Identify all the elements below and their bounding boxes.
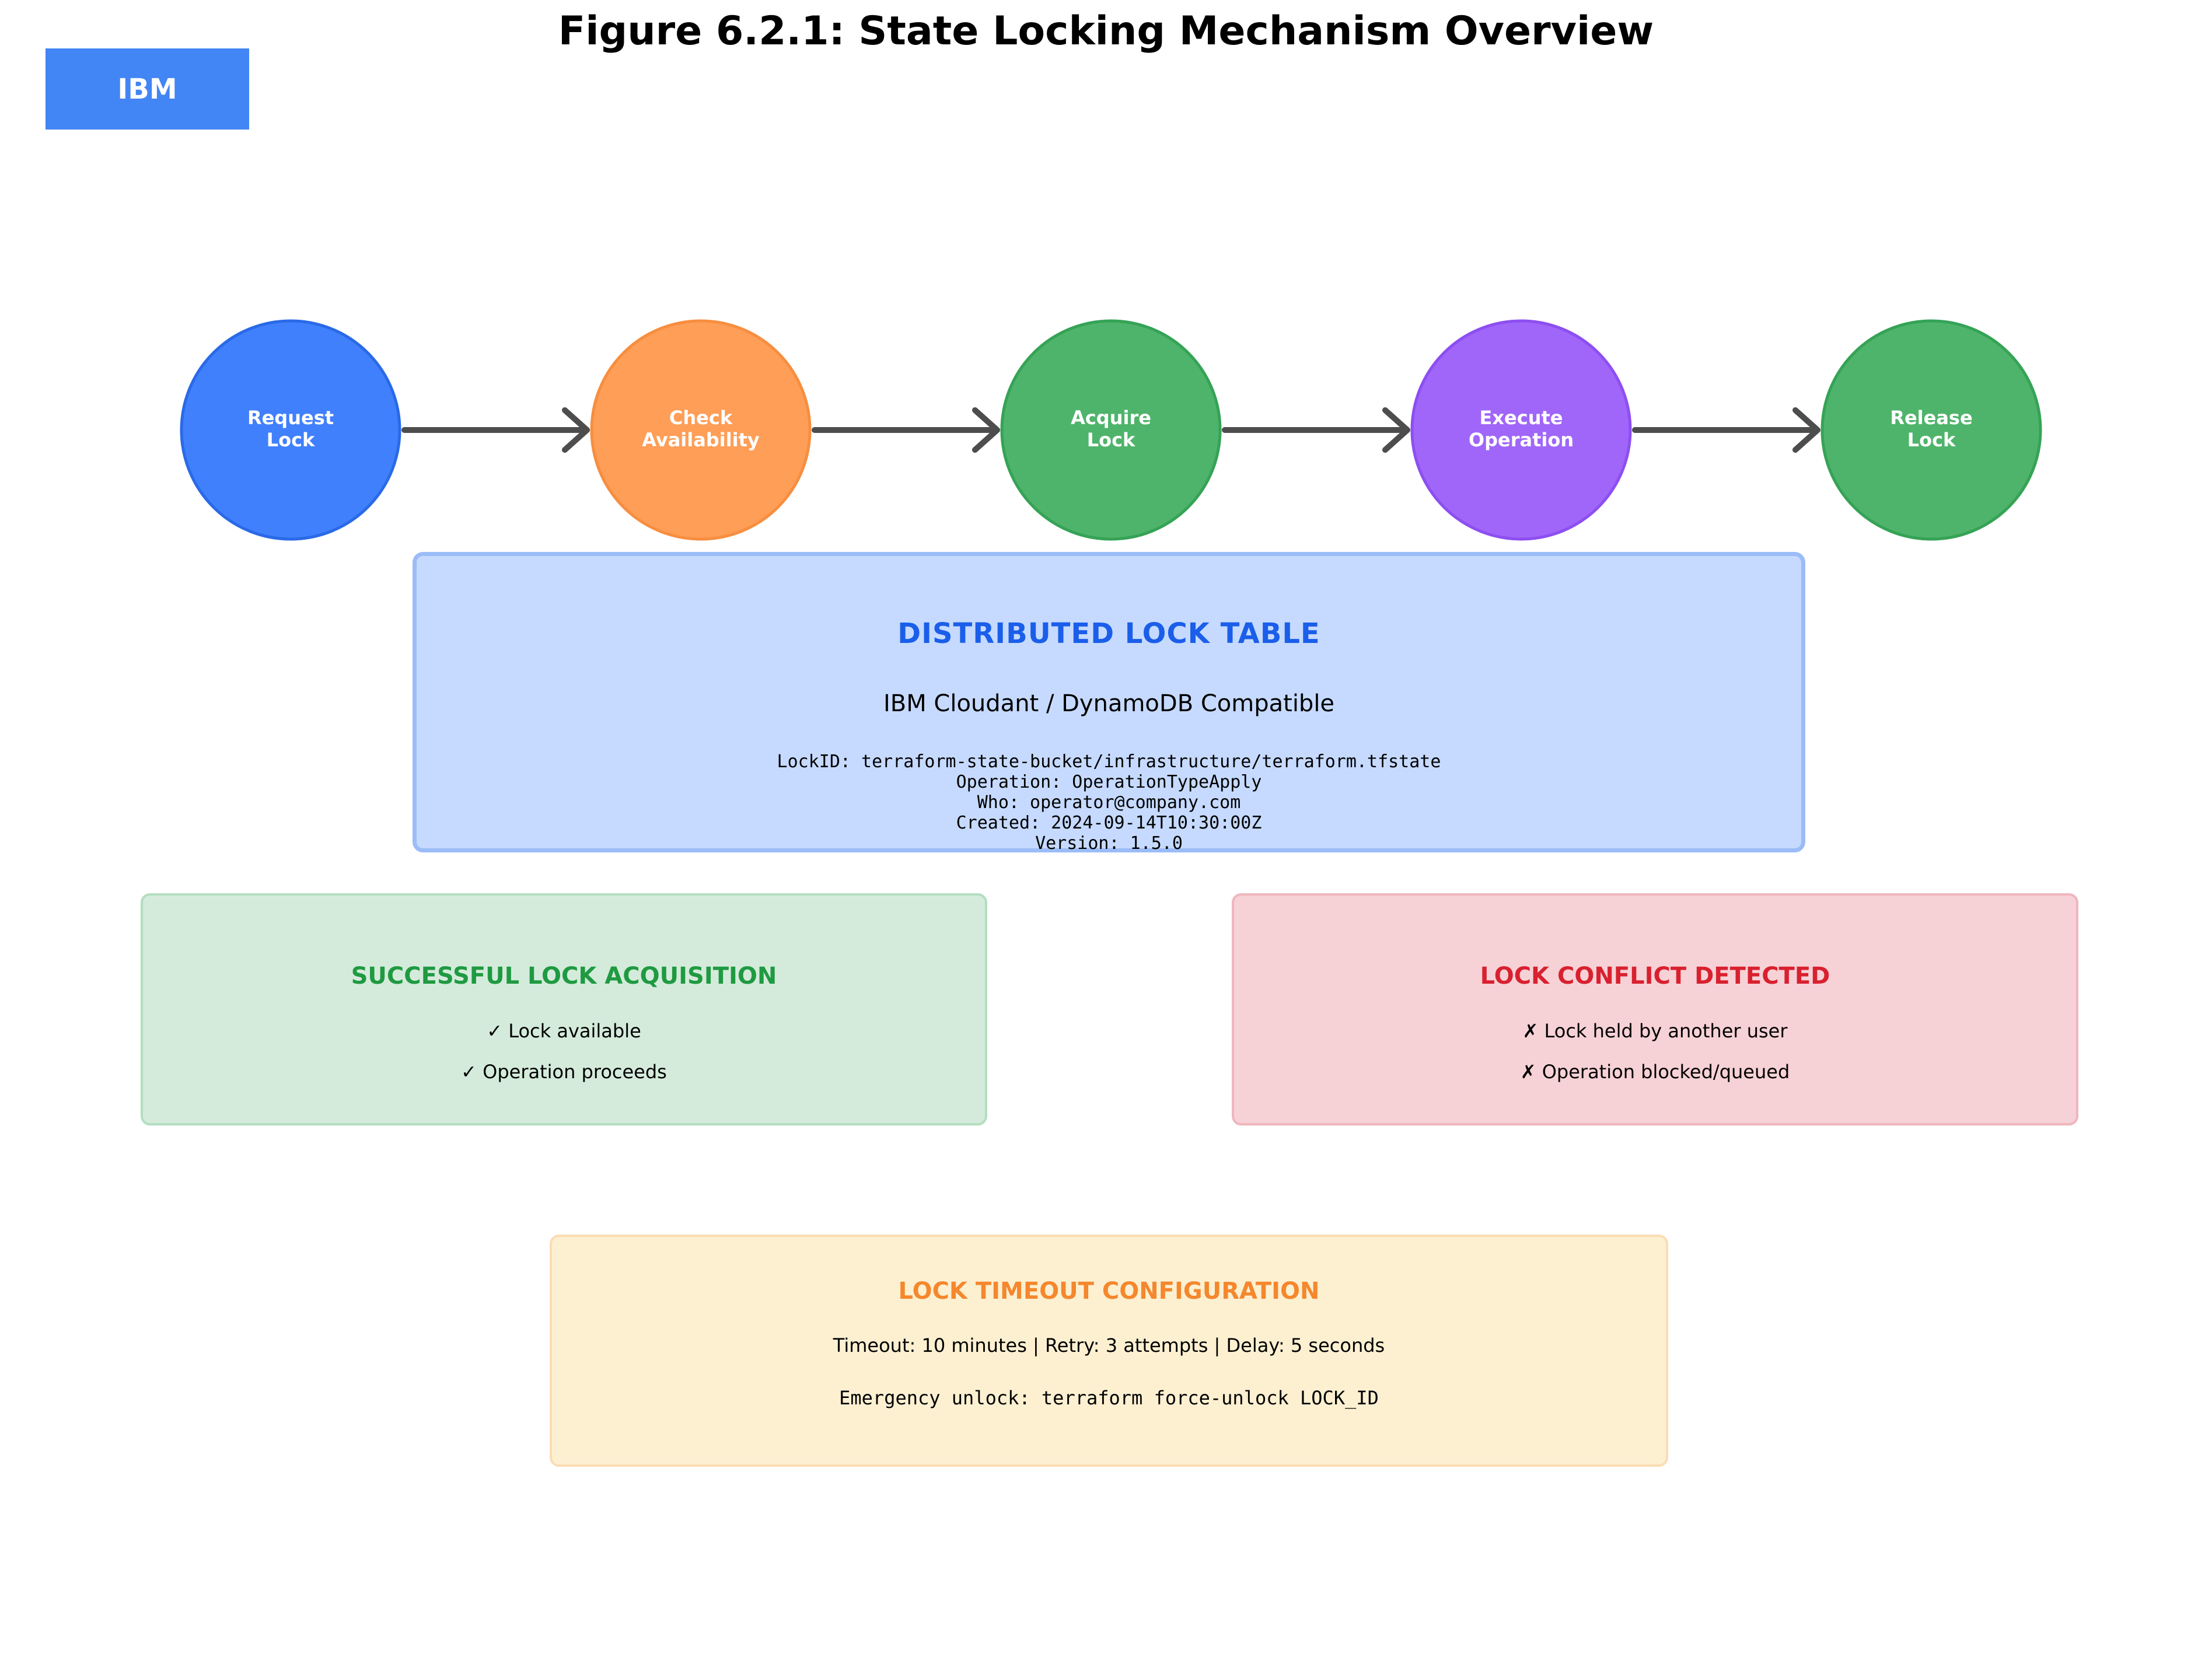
step-label-line: Availability [642, 429, 760, 451]
step-circle [590, 319, 812, 541]
conflict-heading: LOCK CONFLICT DETECTED [1480, 963, 1830, 990]
flow-arrow-head [562, 407, 590, 453]
step-label-line: Release [1890, 407, 1972, 429]
lock-table-heading: DISTRIBUTED LOCK TABLE [897, 617, 1320, 650]
who-line: Who: operator@company.com [977, 792, 1241, 813]
version-line: Version: 1.5.0 [1035, 833, 1183, 854]
step-label-line: Lock [1087, 429, 1135, 451]
step-circle [1000, 319, 1222, 541]
step-label-line: Lock [1907, 429, 1956, 451]
lock-conflict-panel: LOCK CONFLICT DETECTED ✗ Lock held by an… [1232, 893, 2078, 1125]
step-label-line: Execute [1480, 407, 1563, 429]
step-label-line: Request [247, 407, 334, 429]
step-circle [1410, 319, 1632, 541]
step-label-line: Operation [1469, 429, 1574, 451]
flow-arrow [1632, 407, 1820, 453]
timeout-settings: Timeout: 10 minutes | Retry: 3 attempts … [833, 1334, 1385, 1357]
created-line: Created: 2024-09-14T10:30:00Z [956, 813, 1262, 833]
distributed-lock-table-panel: DISTRIBUTED LOCK TABLE IBM Cloudant / Dy… [413, 552, 1805, 854]
step-circle [180, 319, 401, 541]
step-circle [1820, 319, 2042, 541]
timeout-heading: LOCK TIMEOUT CONFIGURATION [898, 1278, 1320, 1305]
emergency-unlock-command: Emergency unlock: terraform force-unlock… [839, 1387, 1379, 1409]
step-label-line: Lock [267, 429, 315, 451]
figure-title: Figure 6.2.1: State Locking Mechanism Ov… [558, 8, 1654, 54]
lock-id-line: LockID: terraform-state-bucket/infrastru… [777, 751, 1441, 772]
conflict-line-operation-blocked: ✗ Operation blocked/queued [1520, 1061, 1790, 1083]
success-line-lock-available: ✓ Lock available [487, 1020, 641, 1042]
flow-arrow-head [1792, 407, 1820, 453]
lock-record: LockID: terraform-state-bucket/infrastru… [417, 751, 1801, 854]
step-label-line: Acquire [1071, 407, 1151, 429]
conflict-line-lock-held: ✗ Lock held by another user [1522, 1020, 1788, 1042]
lock-table-subtitle: IBM Cloudant / DynamoDB Compatible [883, 690, 1335, 717]
flow-arrow [401, 407, 590, 453]
success-line-operation-proceeds: ✓ Operation proceeds [461, 1061, 667, 1083]
ibm-logo: IBM [46, 48, 249, 130]
lock-timeout-panel: LOCK TIMEOUT CONFIGURATION Timeout: 10 m… [550, 1235, 1668, 1467]
flow-arrow [1222, 407, 1410, 453]
flow-arrow-head [1382, 407, 1410, 453]
flow-arrow-head [972, 407, 1000, 453]
successful-acquisition-panel: SUCCESSFUL LOCK ACQUISITION ✓ Lock avail… [141, 893, 987, 1125]
step-label-line: Check [669, 407, 733, 429]
success-heading: SUCCESSFUL LOCK ACQUISITION [351, 963, 777, 990]
flow-arrow [812, 407, 1000, 453]
operation-line: Operation: OperationTypeApply [956, 772, 1262, 792]
